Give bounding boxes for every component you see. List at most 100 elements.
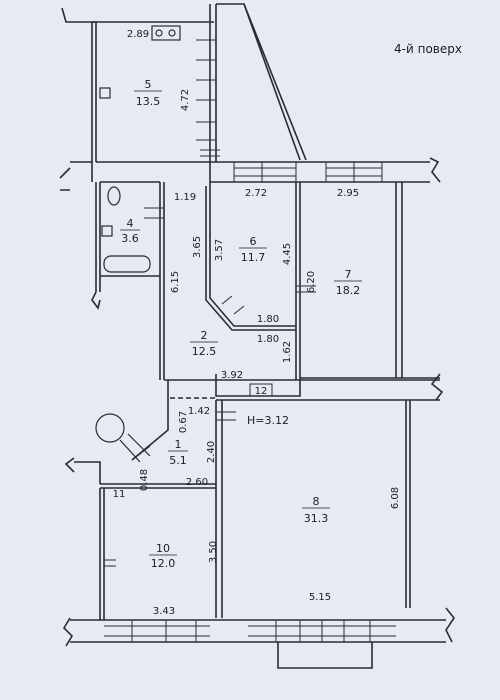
room-number: 1	[175, 438, 182, 451]
wall-top-left-notch	[61, 7, 92, 23]
door-room4	[144, 207, 164, 219]
dim-2.40: 2.40	[206, 441, 217, 463]
wall-left-top-stub	[70, 161, 93, 182]
stair-hatch	[119, 433, 151, 463]
balcony	[277, 642, 373, 669]
wall-room10-left	[99, 488, 105, 620]
wall-room1-room8-partition	[215, 400, 223, 618]
room-label-1: 1 5.1	[168, 438, 188, 467]
wall-break-right-mid	[430, 373, 444, 401]
room-12-box	[249, 383, 273, 397]
room-area: 3.6	[121, 232, 139, 245]
wall-break-left-bottom	[62, 617, 74, 647]
dim-3.57: 3.57	[214, 239, 225, 261]
wall-room6-left-angled	[205, 186, 296, 331]
dim-3.65: 3.65	[192, 236, 203, 258]
dim-6.20: 6.20	[306, 271, 317, 293]
dim-3.92: 3.92	[221, 370, 243, 381]
dim-1.62: 1.62	[282, 341, 293, 363]
wall-break-left-upper	[59, 167, 71, 191]
room-label-2: 2 12.5	[190, 329, 218, 358]
wall-break-right-upper	[429, 157, 441, 183]
door-room7	[296, 285, 316, 293]
window-room5	[196, 39, 216, 141]
dim-0.67: 0.67	[178, 411, 189, 433]
dim-1.19: 1.19	[174, 192, 196, 203]
dim-3.43: 3.43	[153, 606, 175, 617]
room-number: 8	[313, 495, 320, 508]
dim-6.08: 6.08	[390, 487, 401, 509]
small-room-labels: 11 12	[113, 383, 273, 500]
door-room8	[216, 411, 236, 421]
dim-2.95: 2.95	[337, 188, 359, 199]
door-room6	[221, 295, 245, 315]
wall-room7-right	[395, 182, 403, 378]
dimension-labels: 2.89 4.72 1.19 2.72 2.95 3.65 3.57 4.45 …	[127, 29, 401, 617]
dim-2.72: 2.72	[245, 188, 267, 199]
wall-room10-top	[100, 483, 216, 489]
stove-burner-right-icon	[168, 29, 176, 37]
dim-6.15: 6.15	[170, 271, 181, 293]
wall-room6-room7-partition	[295, 182, 301, 380]
room-number: 6	[250, 235, 257, 248]
circular-column-icon	[95, 413, 125, 443]
wall-south-facade	[70, 619, 446, 643]
stove-icon	[151, 25, 181, 41]
room-label-6: 6 11.7	[239, 235, 267, 264]
room-labels: 1 5.1 2 12.5 4 3.6 5 13.5 6 11.7 7 18.2	[120, 78, 362, 570]
room-area: 18.2	[336, 284, 361, 297]
room-area: 12.0	[151, 557, 176, 570]
dim-4.45: 4.45	[282, 243, 293, 265]
wall-mid-band-top	[216, 377, 440, 381]
room-number: 5	[145, 78, 152, 91]
room-area: 13.5	[136, 95, 161, 108]
dim-1.42: 1.42	[188, 406, 210, 417]
room-label-7: 7 18.2	[334, 268, 362, 297]
toilet-icon	[107, 186, 121, 206]
ceiling-height-label: H=3.12	[247, 414, 289, 427]
dim-1.80-lower: 1.80	[257, 334, 279, 345]
door-room10-left	[104, 559, 116, 567]
labels: 4-й поверх H=3.12	[247, 42, 462, 427]
window-room10	[104, 620, 210, 642]
windows	[104, 39, 396, 642]
dim-1.80-upper: 1.80	[257, 314, 279, 325]
wall-lower-left-stub	[74, 461, 101, 484]
dim-3.50: 3.50	[208, 541, 219, 563]
dim-0.48: 0.48	[139, 469, 150, 491]
room-number: 4	[127, 217, 134, 230]
wall-bath-left	[95, 182, 101, 292]
room-label-10: 10 12.0	[149, 542, 177, 570]
wall-diagonal-inner	[243, 3, 301, 161]
stove-burner-left-icon	[155, 29, 163, 37]
wall-break-right-bottom	[445, 607, 455, 643]
room-label-5: 5 13.5	[134, 78, 162, 108]
room-area: 11.7	[241, 251, 266, 264]
door-room5	[200, 149, 220, 157]
room-label-4: 4 3.6	[120, 217, 140, 245]
wall-room5-right	[209, 4, 217, 162]
wall-room8-right	[405, 400, 411, 608]
wall-break-left-lower	[64, 457, 75, 473]
dim-2.89: 2.89	[127, 29, 149, 40]
kitchen-sink-icon	[99, 87, 111, 99]
dim-5.15: 5.15	[309, 592, 331, 603]
wall-room6-left-angled-inner	[209, 186, 296, 327]
window-room7	[325, 162, 383, 182]
window-room6	[233, 162, 297, 182]
wall-break-left-mid	[91, 291, 101, 310]
bathtub-icon	[103, 255, 151, 273]
room-number: 7	[345, 268, 352, 281]
room-number: 10	[156, 542, 170, 555]
window-room8	[248, 620, 396, 642]
room-number: 2	[201, 329, 208, 342]
dim-4.72: 4.72	[180, 89, 191, 111]
room-area: 12.5	[192, 345, 217, 358]
dim-2.60: 2.60	[186, 477, 208, 488]
room-label-12: 12	[255, 386, 268, 397]
room-label-8: 8 31.3	[302, 495, 330, 525]
walls	[59, 3, 455, 669]
floor-label: 4-й поверх	[394, 42, 462, 56]
